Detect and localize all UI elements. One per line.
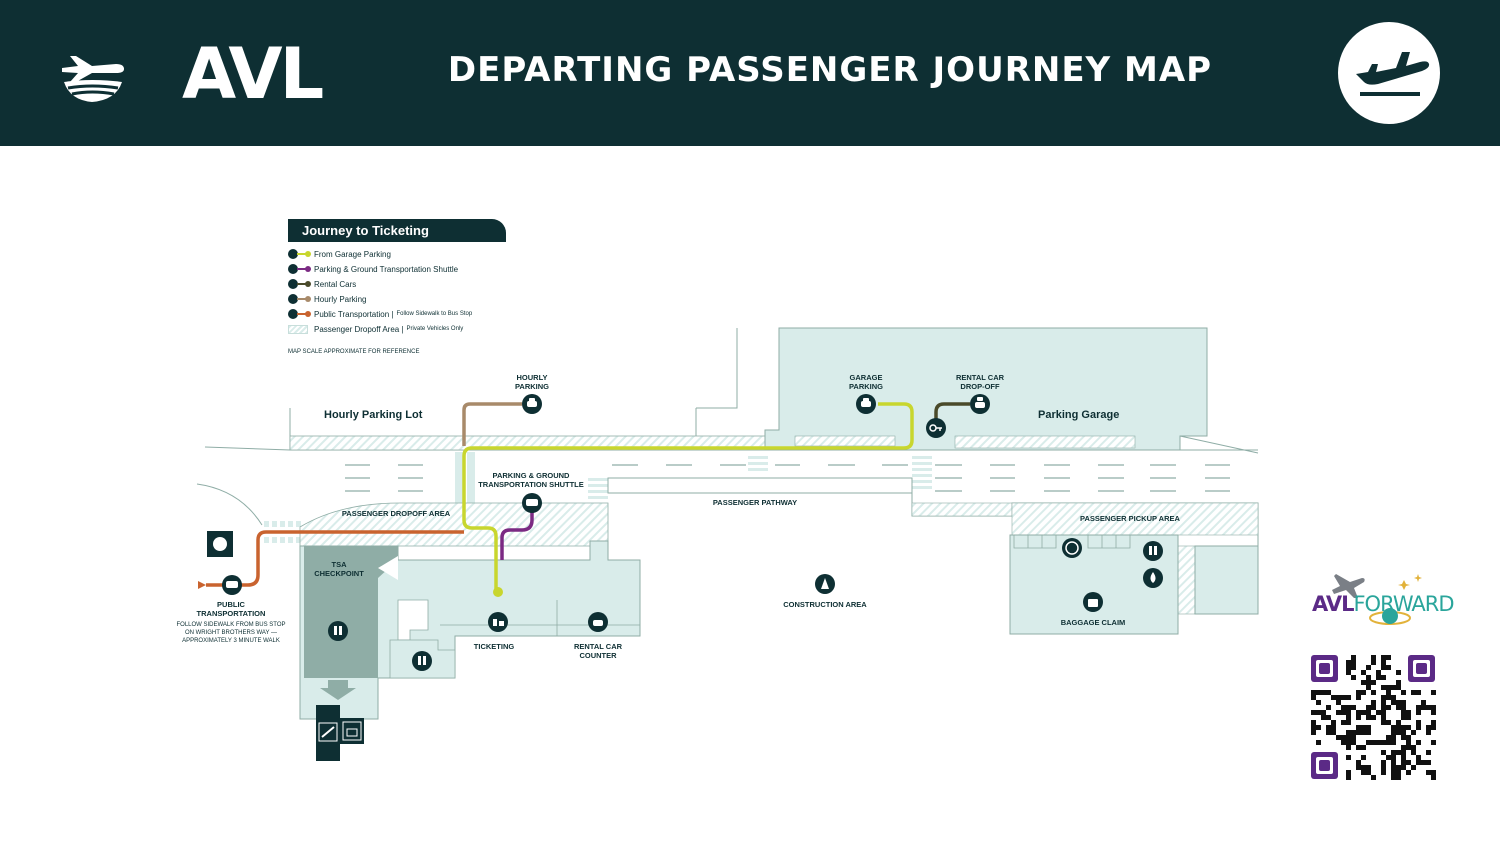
legend-item-note: Private Vehicles Only bbox=[406, 326, 464, 332]
construction-cone-icon bbox=[815, 574, 835, 594]
legend-item-label: Rental Cars bbox=[314, 279, 357, 289]
baggage-icon bbox=[1083, 592, 1103, 612]
water-fountain-icon bbox=[1143, 568, 1163, 588]
restroom-icon bbox=[412, 651, 432, 671]
legend-item-label: Public Transportation | bbox=[314, 309, 394, 319]
restroom-icon bbox=[1143, 541, 1163, 561]
car-icon bbox=[288, 249, 312, 259]
legend-item: Passenger Dropoff Area |Private Vehicles… bbox=[288, 322, 463, 336]
lane-dashes bbox=[345, 464, 1230, 492]
shuttle-icon bbox=[288, 264, 312, 274]
crosswalks bbox=[264, 452, 932, 543]
page-title: DEPARTING PASSENGER JOURNEY MAP bbox=[447, 50, 1213, 90]
route-rental-cars bbox=[934, 402, 970, 428]
qr-code[interactable] bbox=[1310, 655, 1438, 781]
rental-car-icon bbox=[970, 394, 990, 414]
scale-note: MAP SCALE APPROXIMATE FOR REFERENCE bbox=[288, 349, 420, 355]
pet-relief-icon bbox=[207, 531, 233, 557]
legend-item-label: From Garage Parking bbox=[314, 249, 391, 259]
avl-logo: AVL bbox=[58, 36, 324, 112]
legend-item: Hourly Parking bbox=[288, 292, 366, 306]
car-icon bbox=[288, 294, 312, 304]
sparkle-icon bbox=[1398, 580, 1410, 590]
legend-item-label: Hourly Parking bbox=[314, 294, 367, 304]
escalator-icon bbox=[318, 722, 338, 742]
key-icon bbox=[926, 418, 946, 438]
legend-item-note: Follow Sidewalk to Bus Stop bbox=[396, 311, 473, 317]
header-bar: AVL DEPARTING PASSENGER JOURNEY MAP bbox=[0, 0, 1500, 146]
information-icon bbox=[1062, 538, 1082, 558]
passenger-pathway-label: PASSENGER PATHWAY bbox=[712, 498, 798, 507]
route-shuttle bbox=[500, 503, 534, 560]
rental-car-icon bbox=[288, 279, 312, 289]
car-icon bbox=[522, 394, 542, 414]
family-restroom-icon bbox=[328, 621, 348, 641]
bus-icon bbox=[288, 309, 312, 319]
parking-garage-block bbox=[764, 327, 1208, 451]
legend-item-label: Passenger Dropoff Area | bbox=[314, 324, 404, 334]
rental-car-counter-icon bbox=[588, 612, 608, 632]
ticketing-icon bbox=[488, 612, 508, 632]
legend-item: Public Transportation |Follow Sidewalk t… bbox=[288, 307, 472, 321]
legend-item: Parking & Ground Transportation Shuttle bbox=[288, 262, 458, 276]
airplane-departing-icon bbox=[1338, 22, 1440, 124]
terminal-building bbox=[299, 540, 641, 720]
legend-item-label: Parking & Ground Transportation Shuttle bbox=[314, 264, 459, 274]
baggage-claim-building bbox=[1009, 534, 1179, 635]
dropoff-hatch-swatch bbox=[288, 324, 308, 334]
logo-text: AVL bbox=[182, 33, 324, 115]
terminal-map bbox=[196, 327, 1259, 761]
avl-forward-logo: AVLFORWARD bbox=[1306, 568, 1455, 632]
construction-area-label: CONSTRUCTION AREA bbox=[783, 600, 867, 609]
route-public-transportation bbox=[206, 530, 464, 587]
ticketing-label: TICKETING bbox=[473, 642, 515, 651]
bus-icon bbox=[222, 575, 242, 595]
elevator-icon bbox=[342, 721, 362, 741]
airplane-logo-icon bbox=[62, 56, 124, 102]
airplane-icon bbox=[1332, 574, 1365, 598]
avl-forward-text: AVLFORWARD bbox=[1312, 592, 1455, 616]
hourly-parking-lot-label: Hourly Parking Lot bbox=[324, 409, 423, 421]
passenger-pickup-area-label: PASSENGER PICKUP AREA bbox=[1080, 514, 1180, 523]
route-garage-parking bbox=[462, 402, 914, 592]
baggage-claim-label: BAGGAGE CLAIM bbox=[1060, 618, 1126, 627]
shuttle-icon bbox=[522, 493, 542, 513]
tsa-area bbox=[304, 546, 398, 678]
car-icon bbox=[856, 394, 876, 414]
legend-item: From Garage Parking bbox=[288, 247, 391, 261]
route-hourly-parking bbox=[462, 402, 522, 446]
parking-garage-label: Parking Garage bbox=[1038, 409, 1120, 421]
legend-item: Rental Cars bbox=[288, 277, 356, 291]
legend-title: Journey to Ticketing bbox=[288, 219, 506, 242]
passenger-dropoff-area-label: PASSENGER DROPOFF AREA bbox=[341, 509, 451, 518]
